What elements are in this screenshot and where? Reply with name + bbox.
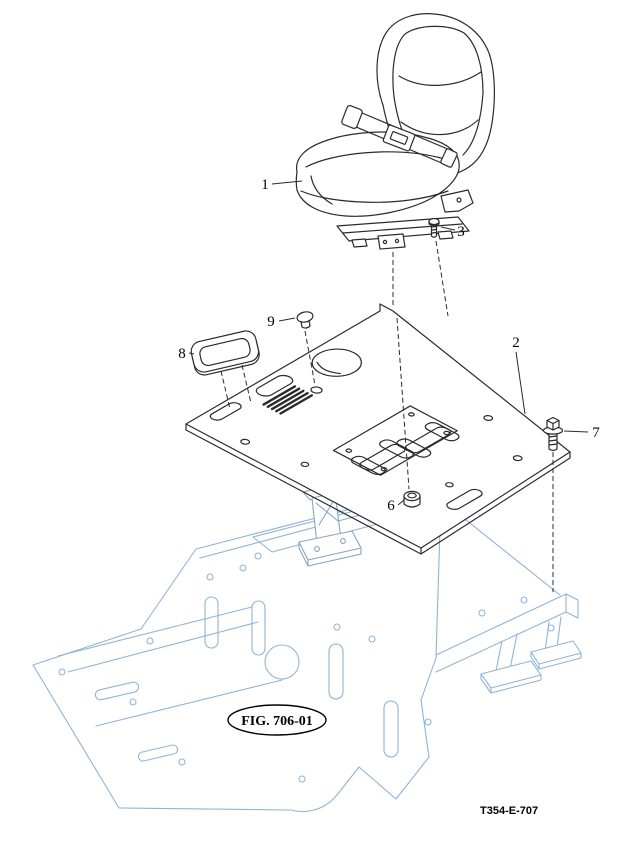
seat-drawing [295, 13, 495, 250]
bolt-7-drawing [542, 416, 564, 452]
part-callout-2: 2 [512, 335, 520, 351]
frame-bolt-holes [58, 552, 555, 783]
part-callout-1: 1 [261, 177, 269, 193]
bolt-3-drawing [428, 217, 440, 238]
part-callouts: 1 2 3 6 7 8 9 [178, 177, 600, 514]
callout-leader-lines [188, 180, 589, 506]
chassis-frame-drawing [32, 482, 582, 813]
seat-plate-drawing [186, 304, 570, 554]
part-callout-7: 7 [592, 425, 600, 441]
seat-cushion [295, 131, 460, 217]
plate-cutouts [200, 338, 558, 534]
assembly-dashed-lines [220, 240, 554, 592]
drawing-number: T354-E-707 [480, 805, 538, 817]
part-callout-3: 3 [457, 224, 465, 240]
figure-reference-balloon[interactable]: FIG. 706-01 [227, 704, 327, 736]
part-callout-9: 9 [267, 314, 275, 330]
grommet-6-drawing [403, 490, 421, 508]
seat-belt-buckle [382, 124, 416, 152]
figure-reference-label: FIG. 706-01 [241, 714, 313, 729]
seat-belt [341, 105, 458, 168]
part-callout-8: 8 [178, 346, 186, 362]
part-callout-6: 6 [387, 498, 395, 514]
seat-pedestal-drawing [298, 482, 362, 567]
cover-8-drawing [190, 330, 260, 376]
plug-9-drawing [296, 311, 314, 329]
